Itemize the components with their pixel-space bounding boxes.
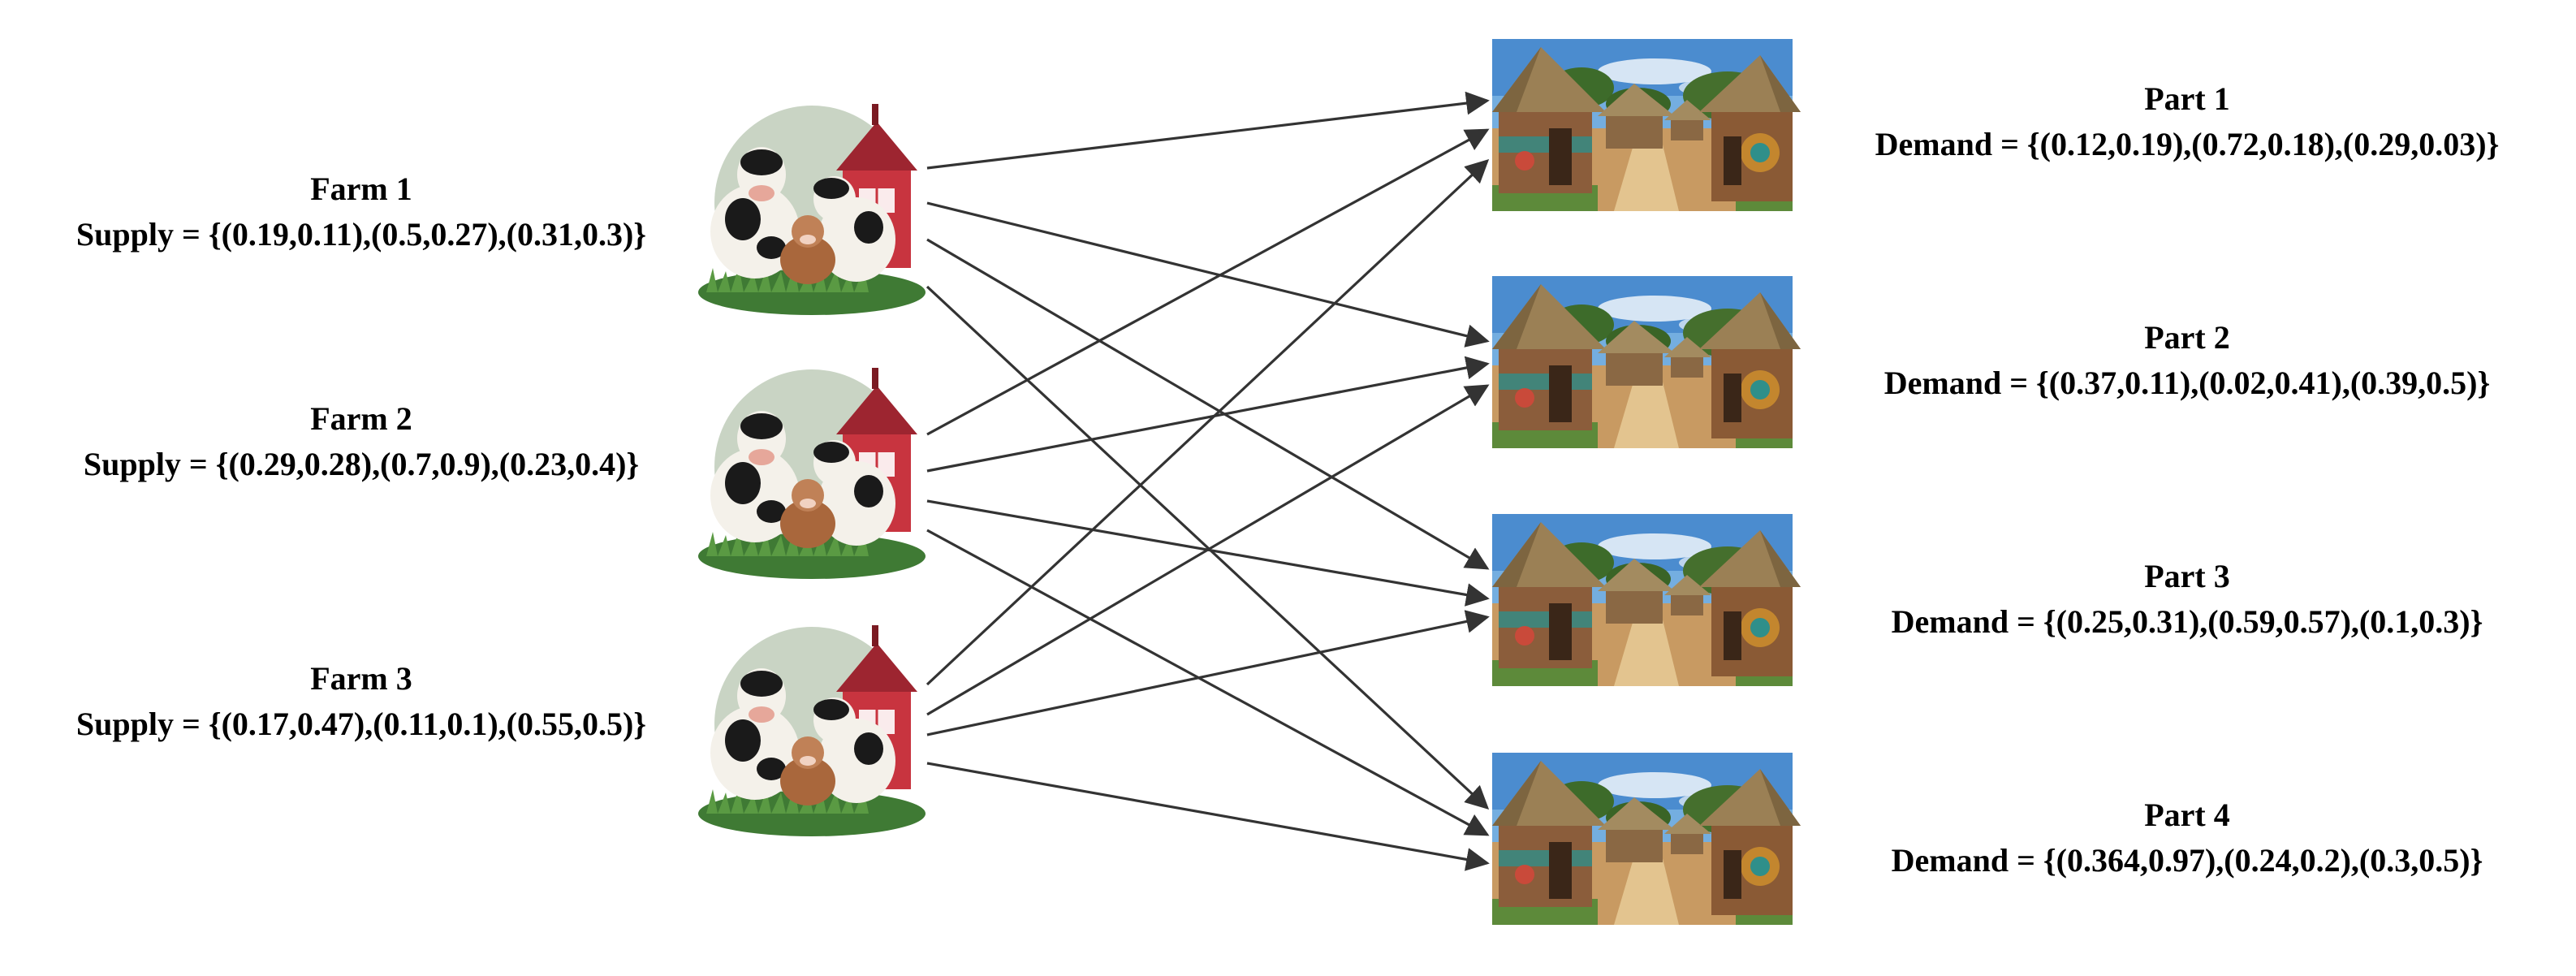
arrow-farm3-part1 <box>926 159 1490 686</box>
part-3-demand: Demand = {(0.25,0.31),(0.59,0.57),(0.1,0… <box>1891 603 2483 640</box>
part-4-name: Part 4 <box>2144 797 2230 833</box>
farm-1-supply: Supply = {(0.19,0.11),(0.5,0.27),(0.31,0… <box>76 216 647 253</box>
arrow-farm2-part2 <box>926 356 1490 473</box>
part-3-image <box>1492 514 1801 686</box>
farm-2-supply: Supply = {(0.29,0.28),(0.7,0.9),(0.23,0.… <box>83 446 640 482</box>
part-4-label: Part 4 Demand = {(0.364,0.97),(0.24,0.2)… <box>1781 792 2576 883</box>
part-1-name: Part 1 <box>2144 80 2230 117</box>
farm-2-name: Farm 2 <box>310 400 412 437</box>
arrow-farm1-part3 <box>926 238 1490 570</box>
part-3-label: Part 3 Demand = {(0.25,0.31),(0.59,0.57)… <box>1781 554 2576 645</box>
farm-3-name: Farm 3 <box>310 660 412 697</box>
part-4-image <box>1492 753 1801 925</box>
part-2-name: Part 2 <box>2144 319 2230 356</box>
farm-1-name: Farm 1 <box>310 171 412 207</box>
arrow-farm3-part3 <box>926 610 1490 736</box>
part-4-demand: Demand = {(0.364,0.97),(0.24,0.2),(0.3,0… <box>1891 842 2483 879</box>
part-1-image <box>1492 39 1801 211</box>
arrow-farm1-part2 <box>926 201 1490 348</box>
farm-3-supply: Supply = {(0.17,0.47),(0.11,0.1),(0.55,0… <box>76 706 647 742</box>
farm-1-label: Farm 1 Supply = {(0.19,0.11),(0.5,0.27),… <box>0 166 767 257</box>
part-2-image <box>1492 276 1801 448</box>
arrow-farm2-part4 <box>926 529 1490 836</box>
arrow-farm3-part2 <box>926 384 1490 716</box>
connection-arrows <box>926 91 1490 871</box>
part-2-label: Part 2 Demand = {(0.37,0.11),(0.02,0.41)… <box>1781 315 2576 406</box>
part-1-label: Part 1 Demand = {(0.12,0.19),(0.72,0.18)… <box>1781 76 2576 167</box>
part-2-demand: Demand = {(0.37,0.11),(0.02,0.41),(0.39,… <box>1883 365 2491 401</box>
arrow-farm1-part4 <box>926 285 1490 810</box>
farm-2-label: Farm 2 Supply = {(0.29,0.28),(0.7,0.9),(… <box>0 396 767 487</box>
part-3-name: Part 3 <box>2144 558 2230 594</box>
arrow-farm3-part4 <box>926 762 1490 871</box>
part-1-demand: Demand = {(0.12,0.19),(0.72,0.18),(0.29,… <box>1875 126 2500 162</box>
arrow-farm1-part1 <box>926 91 1490 170</box>
farm-3-label: Farm 3 Supply = {(0.17,0.47),(0.11,0.1),… <box>0 656 767 747</box>
arrow-farm2-part1 <box>926 128 1490 436</box>
